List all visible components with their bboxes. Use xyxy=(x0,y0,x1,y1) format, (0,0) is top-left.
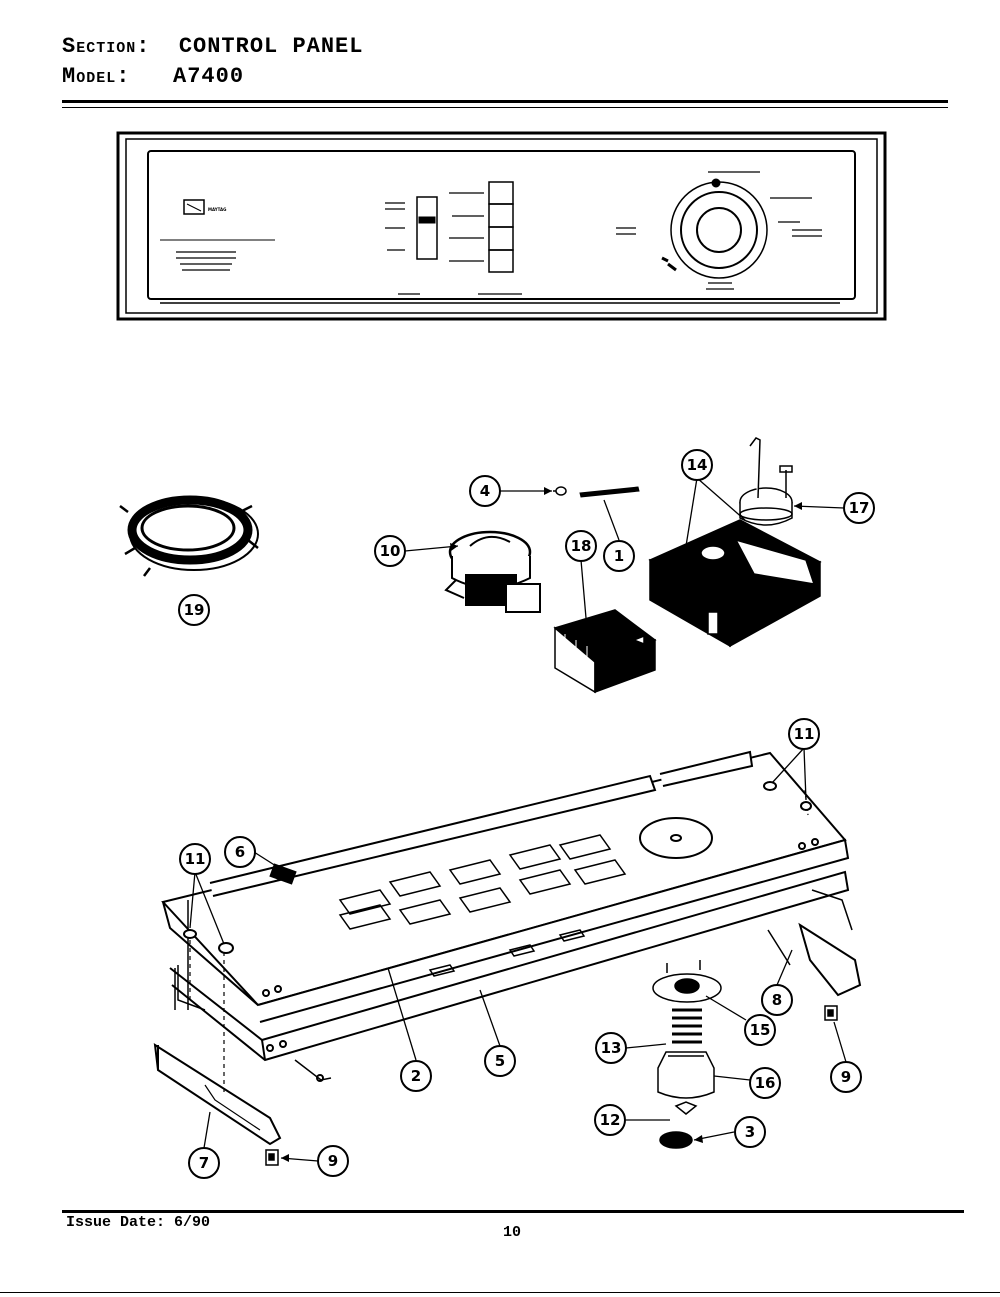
temperature-switch xyxy=(553,609,657,694)
callout-1: 1 xyxy=(603,540,635,572)
callout-3: 3 xyxy=(734,1116,766,1148)
svg-text:5: 5 xyxy=(495,1052,505,1070)
timer-motor-assembly xyxy=(444,530,541,613)
section-value: CONTROL PANEL xyxy=(178,34,364,59)
callout-17: 17 xyxy=(843,492,875,524)
spring-part xyxy=(579,486,640,498)
svg-text:14: 14 xyxy=(687,456,708,474)
page-number: 10 xyxy=(503,1224,522,1241)
callout-16: 16 xyxy=(749,1067,781,1099)
indicator-bulb xyxy=(553,486,567,496)
load-size-slider-knob xyxy=(418,216,436,224)
timer-assembly xyxy=(648,437,822,648)
section-label: Section: xyxy=(62,34,151,59)
svg-text:9: 9 xyxy=(841,1068,851,1086)
svg-text:11: 11 xyxy=(185,850,206,868)
panel-outer-frame xyxy=(116,131,887,321)
svg-text:9: 9 xyxy=(328,1152,338,1170)
issue-date: Issue Date: 6/90 xyxy=(66,1214,211,1231)
svg-text:12: 12 xyxy=(600,1111,621,1129)
svg-text:7: 7 xyxy=(199,1154,209,1172)
callout-7: 7 xyxy=(188,1147,220,1179)
svg-text:19: 19 xyxy=(184,601,205,619)
callout-11-right: 11 xyxy=(788,718,820,750)
callout-arrowheads xyxy=(281,487,802,1162)
retainer-clip xyxy=(265,1005,838,1166)
svg-text:15: 15 xyxy=(750,1021,771,1039)
callout-2: 2 xyxy=(400,1060,432,1092)
svg-text:11: 11 xyxy=(794,725,815,743)
callout-4: 4 xyxy=(469,475,501,507)
header-rule-thin xyxy=(62,107,948,108)
svg-text:8: 8 xyxy=(772,991,782,1009)
callout-12: 12 xyxy=(594,1104,626,1136)
callout-6: 6 xyxy=(224,836,256,868)
callout-19: 19 xyxy=(178,594,210,626)
svg-text:16: 16 xyxy=(755,1074,776,1092)
cycle-selector-knob xyxy=(680,191,758,269)
callout-18: 18 xyxy=(565,530,597,562)
footer-rule xyxy=(62,1210,964,1213)
control-panel-frame xyxy=(153,750,862,1146)
temperature-buttons xyxy=(488,181,514,273)
callout-13: 13 xyxy=(595,1032,627,1064)
page-bottom-rule xyxy=(0,1292,1000,1293)
callout-9-left: 9 xyxy=(317,1145,349,1177)
panel-face xyxy=(147,150,856,300)
callouts: 1 2 3 4 5 6 7 8 9 9 10 11 11 12 13 14 15… xyxy=(178,449,875,1179)
svg-text:18: 18 xyxy=(571,537,592,555)
maytag-logo-icon xyxy=(183,199,205,215)
svg-text:17: 17 xyxy=(849,499,870,517)
svg-text:3: 3 xyxy=(745,1123,755,1141)
cycle-dial-ring xyxy=(670,181,768,279)
svg-text:1: 1 xyxy=(614,547,624,565)
control-panel-front-view: MAYTAG xyxy=(116,131,887,321)
load-size-selector xyxy=(416,196,438,260)
callout-15: 15 xyxy=(744,1014,776,1046)
svg-text:4: 4 xyxy=(480,482,490,500)
model-label: Model: xyxy=(62,64,131,89)
brand-name: MAYTAG xyxy=(208,207,226,212)
callout-leaders xyxy=(189,477,847,1162)
svg-text:10: 10 xyxy=(380,542,401,560)
header-rule-thick xyxy=(62,100,948,103)
callout-10: 10 xyxy=(374,535,406,567)
wire-harness xyxy=(119,495,259,577)
svg-text:6: 6 xyxy=(235,843,245,861)
callout-9-right: 9 xyxy=(830,1061,862,1093)
panel-inner-frame xyxy=(125,138,878,314)
callout-5: 5 xyxy=(484,1045,516,1077)
callout-11-left: 11 xyxy=(179,843,211,875)
svg-text:2: 2 xyxy=(411,1067,421,1085)
section-heading: Section: CONTROL PANEL xyxy=(62,34,363,59)
callout-8: 8 xyxy=(761,984,793,1016)
model-value: A7400 xyxy=(173,64,245,89)
model-heading: Model: A7400 xyxy=(62,64,244,89)
knob-assembly xyxy=(652,960,722,1149)
svg-text:13: 13 xyxy=(601,1039,622,1057)
callout-14: 14 xyxy=(681,449,713,481)
